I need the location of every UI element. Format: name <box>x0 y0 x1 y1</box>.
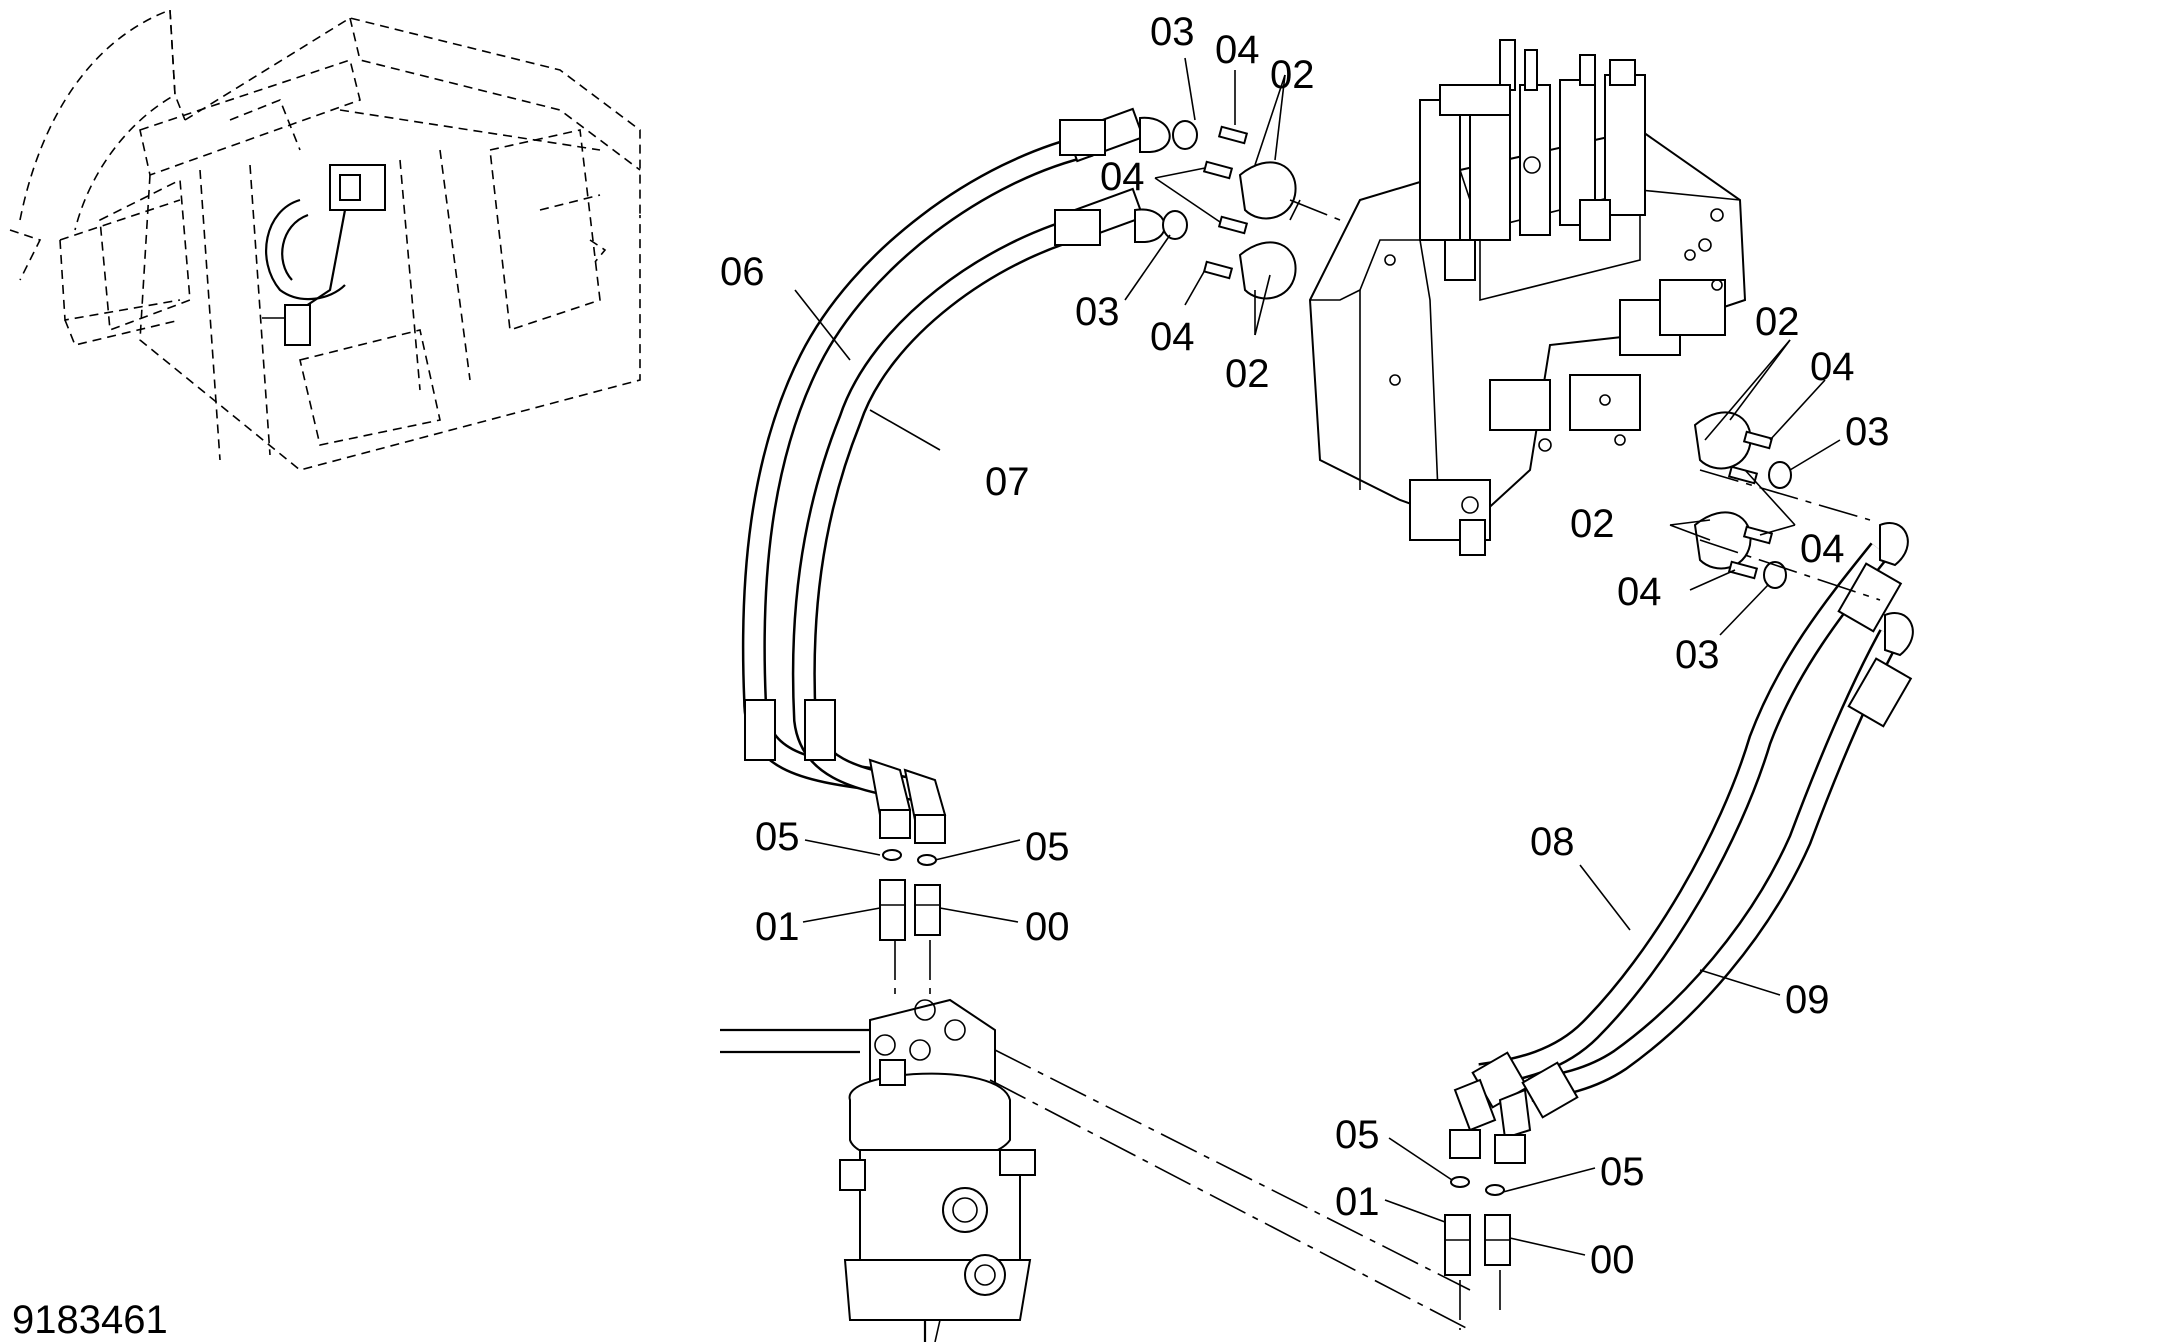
callout-03-top: 03 <box>1150 10 1195 54</box>
adapters-left <box>879 849 941 941</box>
callout-03-mid: 03 <box>1075 290 1120 334</box>
callout-05-bottom-left: 05 <box>1335 1113 1380 1157</box>
control-valve-block <box>1308 39 1747 556</box>
callout-05-left: 05 <box>755 815 800 859</box>
callout-06: 06 <box>720 250 765 294</box>
swivel-joint <box>720 998 1036 1342</box>
hose-08 <box>1478 542 1890 1087</box>
callout-08: 08 <box>1530 820 1575 864</box>
callout-01-left: 01 <box>755 905 800 949</box>
callout-03-right3: 03 <box>1675 633 1720 677</box>
drawing-number: 9183461 <box>12 1298 168 1342</box>
callout-02-right: 02 <box>1755 300 1800 344</box>
excavator-inset-drawing <box>9 8 641 471</box>
leader-lines <box>794 57 1841 1256</box>
callout-02-lower: 02 <box>1225 352 1270 396</box>
adapters-bottom <box>1444 1176 1511 1276</box>
center-lines <box>894 199 1881 1331</box>
callout-labels: 03 04 02 04 06 03 04 02 07 02 04 03 02 0… <box>720 10 1890 1282</box>
callout-05-bottom-right: 05 <box>1600 1150 1645 1194</box>
callout-00-left: 00 <box>1025 905 1070 949</box>
o-rings-03 <box>1162 120 1792 589</box>
callout-00-bottom: 00 <box>1590 1238 1635 1282</box>
callout-01-bottom: 01 <box>1335 1180 1380 1224</box>
callout-04-mid: 04 <box>1100 155 1145 199</box>
callout-04-right: 04 <box>1810 345 1855 389</box>
callout-04-right2: 04 <box>1800 527 1845 571</box>
callout-04-lower: 04 <box>1150 315 1195 359</box>
hose-06-07-end-fittings <box>744 116 1171 844</box>
callout-07: 07 <box>985 460 1030 504</box>
bolts-04 <box>1202 125 1774 580</box>
callout-05-right: 05 <box>1025 825 1070 869</box>
callout-02-right2: 02 <box>1570 502 1615 546</box>
hose-08-09-end-fittings <box>1449 522 1914 1164</box>
callout-03-right: 03 <box>1845 410 1890 454</box>
hose-09 <box>1528 629 1901 1102</box>
flange-clamps-02 <box>1238 161 1752 570</box>
callout-02-top: 02 <box>1270 53 1315 97</box>
callout-09: 09 <box>1785 978 1830 1022</box>
callout-04-right3: 04 <box>1617 570 1662 614</box>
callout-04-top: 04 <box>1215 28 1260 72</box>
